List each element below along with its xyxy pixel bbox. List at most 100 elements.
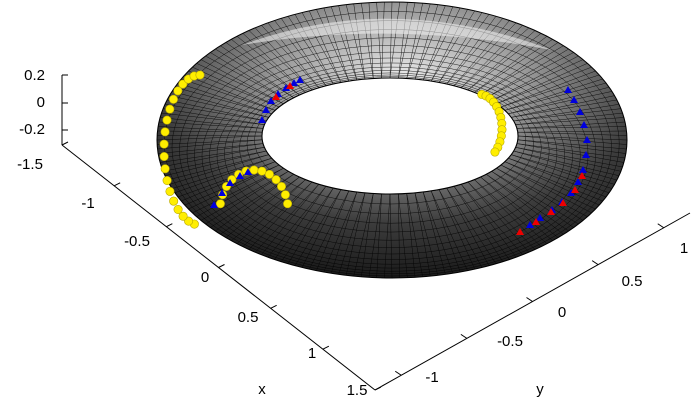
mesh-edge [508,86,610,115]
mesh-edge [171,91,269,118]
yellow-marker [159,139,169,149]
mesh-edge [177,82,272,115]
mesh-edge [158,126,263,133]
x-tick-label-2: -0.5 [124,233,150,250]
mesh-edge [430,10,475,82]
mesh-edge [500,70,596,108]
mesh-edge [381,2,385,79]
mesh-edge [236,179,306,244]
mesh-edge [308,190,350,270]
mesh-edge [177,161,276,198]
yellow-marker [165,104,175,114]
mesh-edge [508,157,607,198]
mesh-edge [508,157,610,194]
mesh-edge [453,186,510,260]
mesh-edge [467,181,536,250]
mesh-edge [316,9,350,82]
mesh-edge [453,186,503,262]
red-marker [578,172,586,179]
axis-tick [113,182,121,187]
mesh-edge [274,20,327,86]
mesh-edge [368,193,382,278]
x-tick-label-6: 1.5 [347,382,368,399]
mesh-edge [422,7,461,81]
torus-hole [261,77,519,195]
mesh-edge [384,193,391,278]
mesh-edge [158,143,264,159]
mesh-edge [438,189,476,270]
y-tick-label-0: -1 [425,369,438,386]
mesh-edge [353,193,374,277]
red-marker [516,228,524,235]
mesh-edge [474,179,542,247]
z-tick-label-1: 0 [37,94,45,111]
axis-tick [166,223,173,228]
mesh-edge [161,147,265,168]
mesh-edge [480,176,553,241]
surface-highlight [242,18,552,50]
mesh-edge [389,2,393,79]
axis-frame [61,74,691,391]
mesh-edge [422,191,454,274]
blue-marker [580,121,588,128]
mesh-edge [496,168,588,217]
mesh-edge [486,48,569,98]
yellow-marker [168,94,178,104]
axis-tick [460,333,468,339]
mesh-edge [157,135,263,141]
mesh-edge [511,154,615,185]
yellow-marker [165,186,175,196]
blue-marker [244,168,252,175]
mesh-edge [414,192,431,277]
x-axis-title: x [258,381,266,398]
mesh-edge [163,108,265,125]
mesh-edge [220,45,294,98]
mesh-edge [517,131,627,136]
axis-tick [394,370,402,376]
mesh-edge [438,14,490,83]
blue-marker [296,76,304,83]
mesh-edge [157,139,263,150]
mesh-edge [267,186,327,258]
mesh-edge [446,187,497,264]
blue-marker [226,179,234,186]
mesh-edge [430,190,468,271]
blue-marker [564,86,572,93]
mesh-edge [158,121,264,129]
mesh-edge [467,181,530,253]
mesh-edge [486,174,569,232]
red-marker [559,199,567,206]
mesh-edge [345,192,366,276]
yellow-marker [160,164,170,174]
mesh-edge [158,143,264,154]
mesh-edge [517,130,627,133]
mesh-edge [513,150,620,176]
mesh-edge [460,184,517,258]
yellow-marker [490,147,500,157]
yellow-marker [264,169,274,179]
mesh-edge [422,191,446,275]
mesh-edge [164,150,267,176]
mesh-edge [368,2,374,79]
x-tick-label-3: 0 [201,269,209,286]
axis-tick [218,264,225,268]
mesh-edge [196,63,284,105]
blue-marker [567,189,575,196]
yellow-marker [280,190,290,200]
mesh-edge [164,104,267,122]
blue-marker [282,84,290,91]
mesh-edge [438,189,483,268]
axis-tick [591,260,599,266]
x-axis-ticks [61,141,382,391]
mesh-edge [504,78,603,111]
mesh-edge [511,95,615,118]
mesh-edge [496,168,584,221]
mesh-edge [323,7,350,82]
yellow-marker [162,115,172,125]
mesh-edge [516,143,626,159]
mesh-edge [430,9,468,82]
mesh-edge [515,147,623,168]
mesh-edge [376,2,382,79]
mesh-edge [486,52,574,98]
mesh-edge [500,164,592,214]
